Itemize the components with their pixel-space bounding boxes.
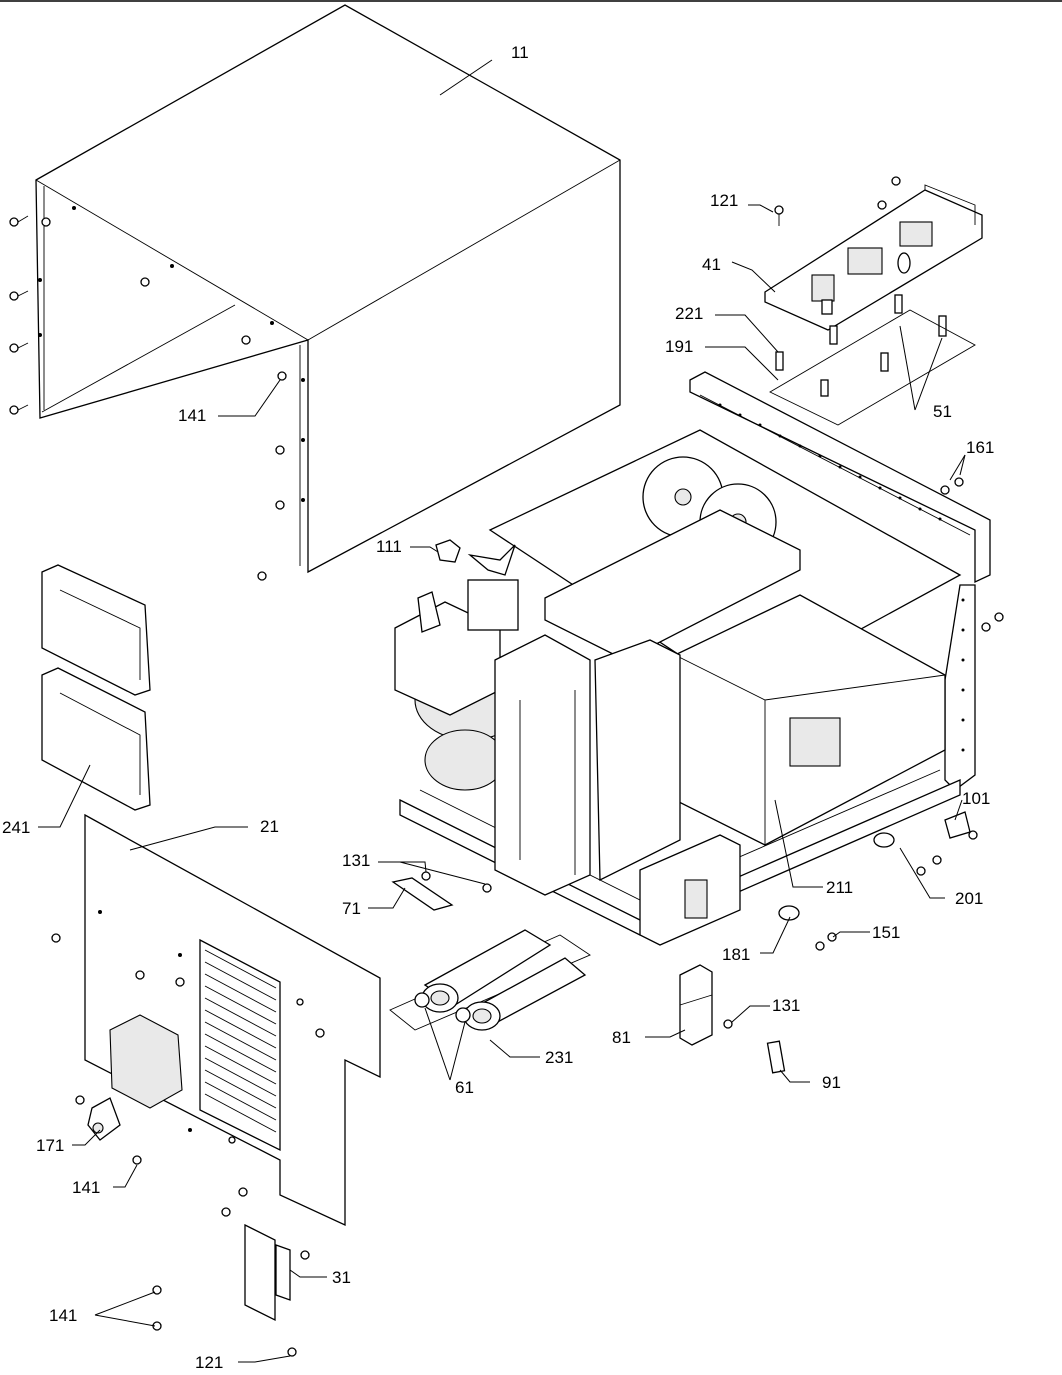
air-guide-vents bbox=[41, 564, 151, 811]
front-panel bbox=[84, 813, 381, 1227]
fuse-holder-81 bbox=[679, 964, 713, 1046]
callout-91: 91 bbox=[822, 1073, 841, 1092]
callout-171: 171 bbox=[36, 1136, 65, 1155]
callout-131-right: 131 bbox=[772, 996, 801, 1015]
callout-11: 11 bbox=[511, 43, 529, 62]
callout-221: 221 bbox=[675, 304, 704, 323]
cover-screws bbox=[9, 215, 287, 581]
control-board bbox=[764, 184, 983, 331]
panel-screws bbox=[51, 933, 325, 1357]
small-screws bbox=[421, 477, 1004, 1029]
callout-81: 81 bbox=[612, 1028, 631, 1047]
callout-201: 201 bbox=[955, 889, 984, 908]
board-screws bbox=[774, 176, 901, 226]
callout-191: 191 bbox=[665, 337, 694, 356]
callout-141-top: 141 bbox=[178, 406, 207, 425]
callout-231: 231 bbox=[545, 1048, 574, 1067]
callout-121-bot: 121 bbox=[195, 1353, 224, 1372]
callout-161: 161 bbox=[966, 438, 995, 457]
latch-bracket bbox=[244, 1223, 291, 1322]
standoffs bbox=[769, 294, 976, 426]
insulator-71 bbox=[391, 877, 454, 911]
capacitor bbox=[389, 929, 591, 1031]
callout-51: 51 bbox=[933, 402, 952, 421]
callout-61: 61 bbox=[455, 1078, 474, 1097]
callout-141-bot: 141 bbox=[49, 1306, 78, 1325]
callout-181: 181 bbox=[722, 945, 751, 964]
callout-151: 151 bbox=[872, 923, 901, 942]
thermal-cutout-201 bbox=[873, 832, 895, 848]
callout-71: 71 bbox=[342, 899, 361, 918]
thermostat-bracket bbox=[417, 539, 461, 633]
callout-211: 211 bbox=[826, 878, 854, 897]
callout-121-top: 121 bbox=[710, 191, 739, 210]
callout-111: 111 bbox=[376, 537, 402, 556]
door-switch bbox=[87, 1097, 121, 1141]
outer-cabinet-cover bbox=[35, 4, 621, 574]
micro-switch-101 bbox=[944, 811, 971, 839]
callout-241: 241 bbox=[2, 818, 31, 837]
diode-clips bbox=[414, 992, 471, 1023]
callout-141-mid: 141 bbox=[72, 1178, 101, 1197]
callout-131-left: 131 bbox=[342, 851, 371, 870]
fuse-91 bbox=[766, 1040, 786, 1074]
leader-lines bbox=[38, 59, 966, 1363]
callout-21: 21 bbox=[260, 817, 279, 836]
callout-41: 41 bbox=[702, 255, 721, 274]
thermal-cutout-181 bbox=[778, 905, 800, 921]
callout-31: 31 bbox=[332, 1268, 351, 1287]
callout-101: 101 bbox=[962, 789, 991, 808]
